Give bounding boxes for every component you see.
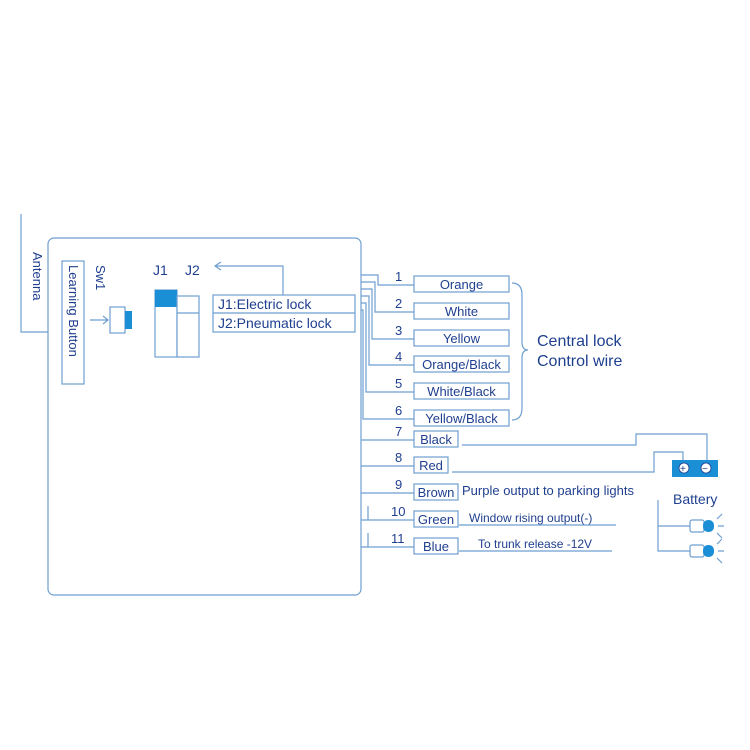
wire-2-color-label: White	[445, 304, 478, 319]
battery-plus-terminal	[678, 462, 690, 474]
wire-4-number: 4	[395, 349, 402, 364]
battery-minus-sign: −	[702, 464, 708, 475]
central-lock-line2: Control wire	[537, 353, 622, 370]
wire-3-lead	[361, 288, 414, 340]
j1-label: J1	[153, 262, 168, 278]
wire-8-number: 8	[395, 450, 402, 465]
learning-button-box	[61, 260, 85, 385]
battery-minus-terminal	[700, 462, 712, 474]
wire-9-color-label: Brown	[418, 485, 455, 500]
parking-light-wiring	[657, 500, 690, 552]
wire-1-color-box	[413, 275, 510, 293]
wire-10-color-box	[413, 510, 459, 528]
wire-10-color-label: Green	[418, 512, 454, 527]
j2-desc: J2:Pneumatic lock	[218, 315, 333, 331]
wire-3-number: 3	[395, 323, 402, 338]
wire-7-color-label: Black	[420, 432, 452, 447]
wire-2-color-box	[413, 302, 510, 320]
wire-4-lead	[361, 295, 414, 366]
parking-lamp-lower-icon	[689, 538, 724, 564]
wire-11-number: 11	[391, 531, 405, 546]
sw1-switch-body[interactable]	[109, 306, 126, 334]
j1-desc: J1:Electric lock	[218, 296, 312, 312]
central-lock-brace	[511, 282, 529, 421]
sw1-switch-button[interactable]	[125, 311, 132, 329]
j2-label: J2	[185, 262, 200, 278]
trunk-output-label: To trunk release -12V	[478, 537, 592, 551]
black-to-battery-wire	[462, 433, 708, 460]
wire-6-color-box	[413, 409, 510, 427]
wire-8-color-label: Red	[419, 458, 443, 473]
parking-lamp-upper-icon	[689, 513, 724, 539]
wire-4-color-box	[413, 355, 510, 373]
battery-label: Battery	[673, 491, 717, 507]
wire-7-color-box	[413, 430, 459, 448]
sw1-arrow	[90, 315, 109, 325]
wire-3-color-label: Yellow	[443, 331, 481, 346]
wire-3-color-box	[413, 329, 510, 347]
control-unit-box	[47, 237, 362, 596]
battery-plus-sign: +	[680, 464, 686, 475]
wire-5-number: 5	[395, 376, 402, 391]
wire-8-color-box	[413, 456, 449, 474]
wire-11-color-box	[413, 537, 459, 555]
wire-6-lead	[361, 309, 414, 420]
wire-4-color-label: Orange/Black	[422, 357, 501, 372]
wire-9-number: 9	[395, 477, 402, 492]
wire-5-color-box	[413, 382, 510, 400]
wire-2-lead	[361, 281, 414, 313]
antenna-label: Antenna	[30, 252, 45, 301]
wire-1-number: 1	[395, 269, 402, 284]
wire-6-number: 6	[395, 403, 402, 418]
sw1-label: Sw1	[93, 265, 108, 290]
parking-output-label: Purple output to parking lights	[462, 483, 634, 498]
wire-11-color-label: Blue	[423, 539, 449, 554]
wire-2-number: 2	[395, 296, 402, 311]
wire-1-color-label: Orange	[440, 277, 483, 292]
learning-button-label: Learning Button	[66, 265, 81, 357]
wire-6-color-label: Yellow/Black	[425, 411, 498, 426]
wire-5-color-label: White/Black	[427, 384, 496, 399]
window-output-label: Window rising output(-)	[469, 511, 592, 525]
red-to-battery-wire	[452, 451, 684, 473]
wire-10-number: 10	[391, 504, 405, 519]
wire-7-number: 7	[395, 424, 402, 439]
antenna-wire	[20, 214, 48, 333]
wire-1-lead	[361, 274, 414, 286]
jumper-callout-arrow	[213, 261, 284, 295]
j2-jumper[interactable]	[176, 295, 200, 358]
wire-9-color-box	[413, 483, 459, 501]
j1-jumper-cap	[155, 290, 177, 307]
central-lock-line1: Central lock	[537, 333, 622, 350]
wire-5-lead	[361, 302, 414, 393]
